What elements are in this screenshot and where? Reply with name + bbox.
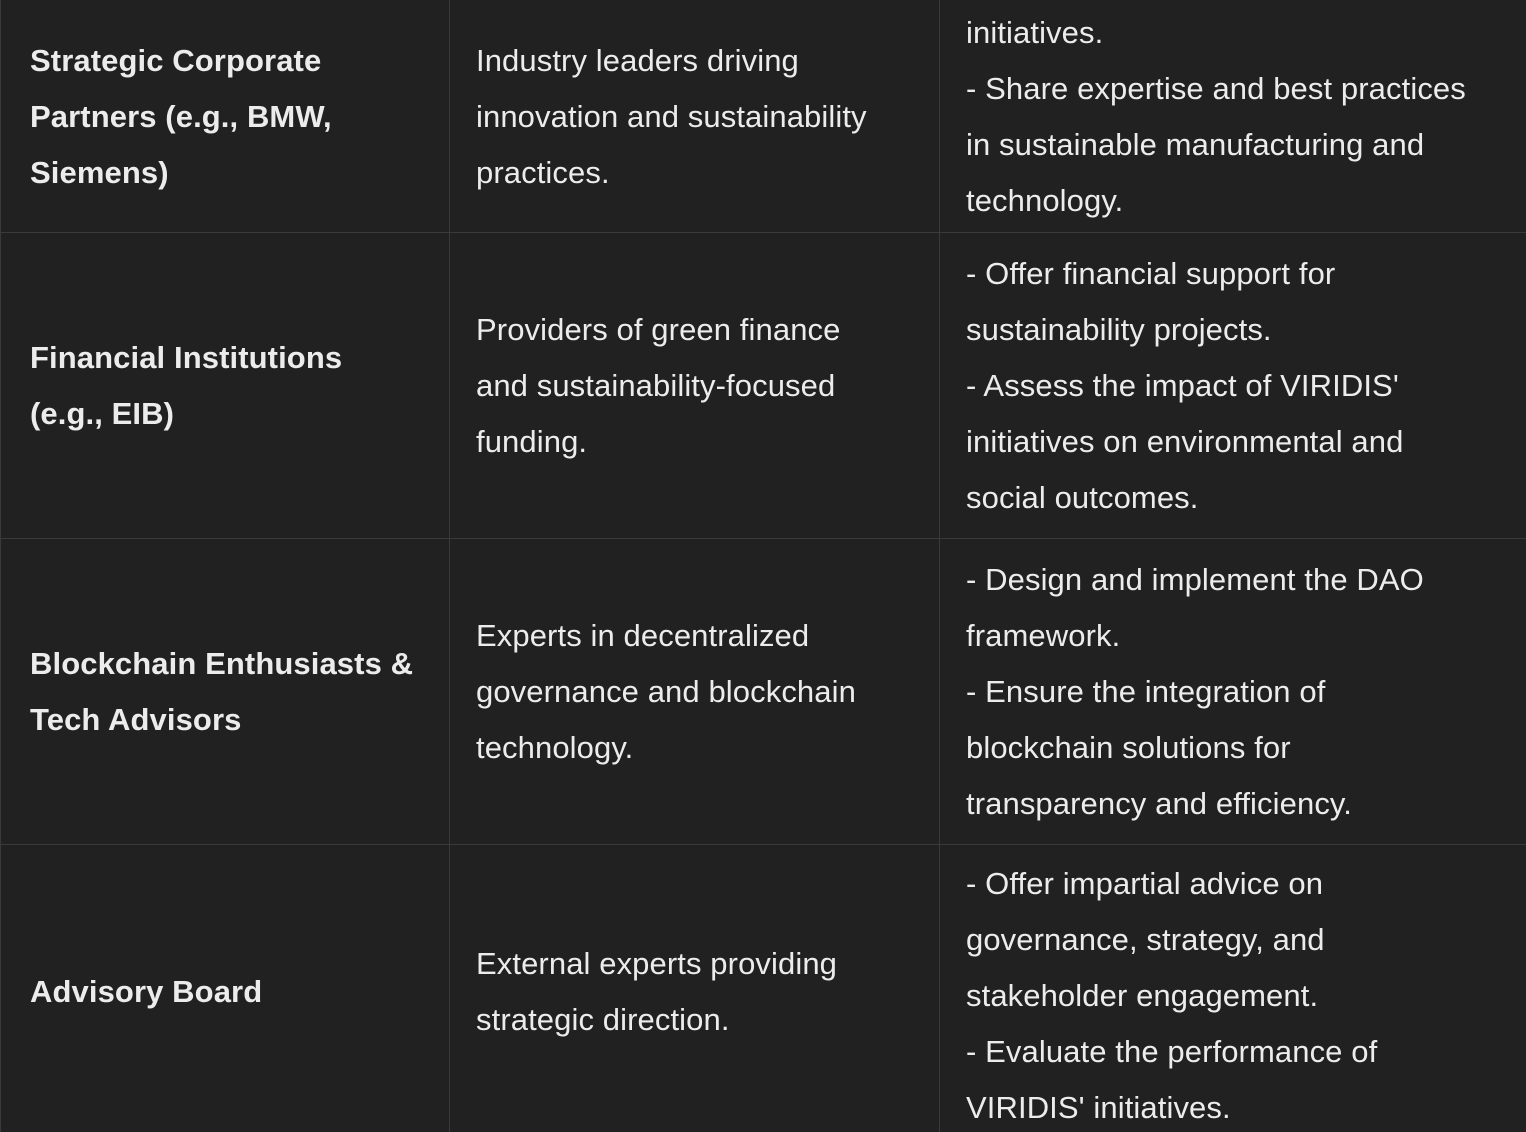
stakeholder-line: Tech Advisors [30,701,242,737]
responsibilities-cell: - Offer financial support for sustainabi… [939,232,1526,539]
role-cell: Industry leaders driving innovation and … [449,0,940,233]
role-cell: Providers of green finance and sustainab… [449,232,940,539]
table-row: Blockchain Enthusiasts & Tech Advisors E… [0,538,1526,845]
stakeholder-cell: Advisory Board [0,844,450,1132]
role-line: Industry leaders driving [476,43,799,78]
table-row: Advisory Board External experts providin… [0,844,1526,1132]
table-row: Financial Institutions (e.g., EIB) Provi… [0,232,1526,539]
stakeholder-line: Siemens) [30,155,169,190]
responsibility-line: initiatives. [966,15,1104,50]
role-line: Providers of green finance [476,311,841,347]
stakeholder-line: Strategic Corporate [30,43,322,78]
stakeholder-cell: Blockchain Enthusiasts & Tech Advisors [0,538,450,845]
responsibility-line: - Design and implement the DAO [966,561,1424,597]
responsibility-line: - Offer financial support for [966,255,1336,291]
role-cell: External experts providing strategic dir… [449,844,940,1132]
stakeholder-line: Partners (e.g., BMW, [30,99,332,134]
role-line: practices. [476,155,610,190]
stakeholder-line: Blockchain Enthusiasts & [30,645,414,681]
role-line: innovation and sustainability [476,99,867,134]
role-line: strategic direction. [476,1002,730,1037]
responsibility-line: initiatives on environmental and [966,423,1404,459]
role-line: and sustainability-focused [476,367,836,403]
table-row: Strategic Corporate Partners (e.g., BMW,… [0,0,1526,233]
responsibility-line: social outcomes. [966,479,1199,515]
responsibility-line: - Assess the impact of VIRIDIS' [966,367,1399,403]
responsibilities-cell: - Offer impartial advice on governance, … [939,844,1526,1132]
responsibility-line: technology. [966,183,1124,218]
stakeholder-line: Advisory Board [30,974,263,1009]
role-cell: Experts in decentralized governance and … [449,538,940,845]
responsibility-line: in sustainable manufacturing and [966,127,1425,162]
responsibility-line: - Share expertise and best practices [966,71,1466,106]
responsibility-line: - Evaluate the performance of [966,1034,1378,1069]
responsibilities-cell: initiatives. - Share expertise and best … [939,0,1526,233]
role-line: External experts providing [476,946,838,981]
role-line: governance and blockchain [476,673,856,709]
role-line: Experts in decentralized [476,617,810,653]
responsibilities-cell: - Design and implement the DAO framework… [939,538,1526,845]
responsibility-line: sustainability projects. [966,311,1272,347]
responsibility-line: - Offer impartial advice on [966,866,1324,901]
responsibility-line: blockchain solutions for [966,729,1291,765]
responsibility-line: governance, strategy, and [966,922,1325,957]
responsibility-line: framework. [966,617,1121,653]
stakeholder-cell: Financial Institutions (e.g., EIB) [0,232,450,539]
role-line: technology. [476,729,634,765]
stakeholder-line: (e.g., EIB) [30,395,175,431]
responsibility-line: VIRIDIS' initiatives. [966,1090,1231,1125]
responsibility-line: transparency and efficiency. [966,785,1352,821]
responsibility-line: stakeholder engagement. [966,978,1319,1013]
role-line: funding. [476,423,588,459]
responsibility-line: - Ensure the integration of [966,673,1326,709]
stakeholder-line: Financial Institutions [30,339,343,375]
stakeholder-cell: Strategic Corporate Partners (e.g., BMW,… [0,0,450,233]
